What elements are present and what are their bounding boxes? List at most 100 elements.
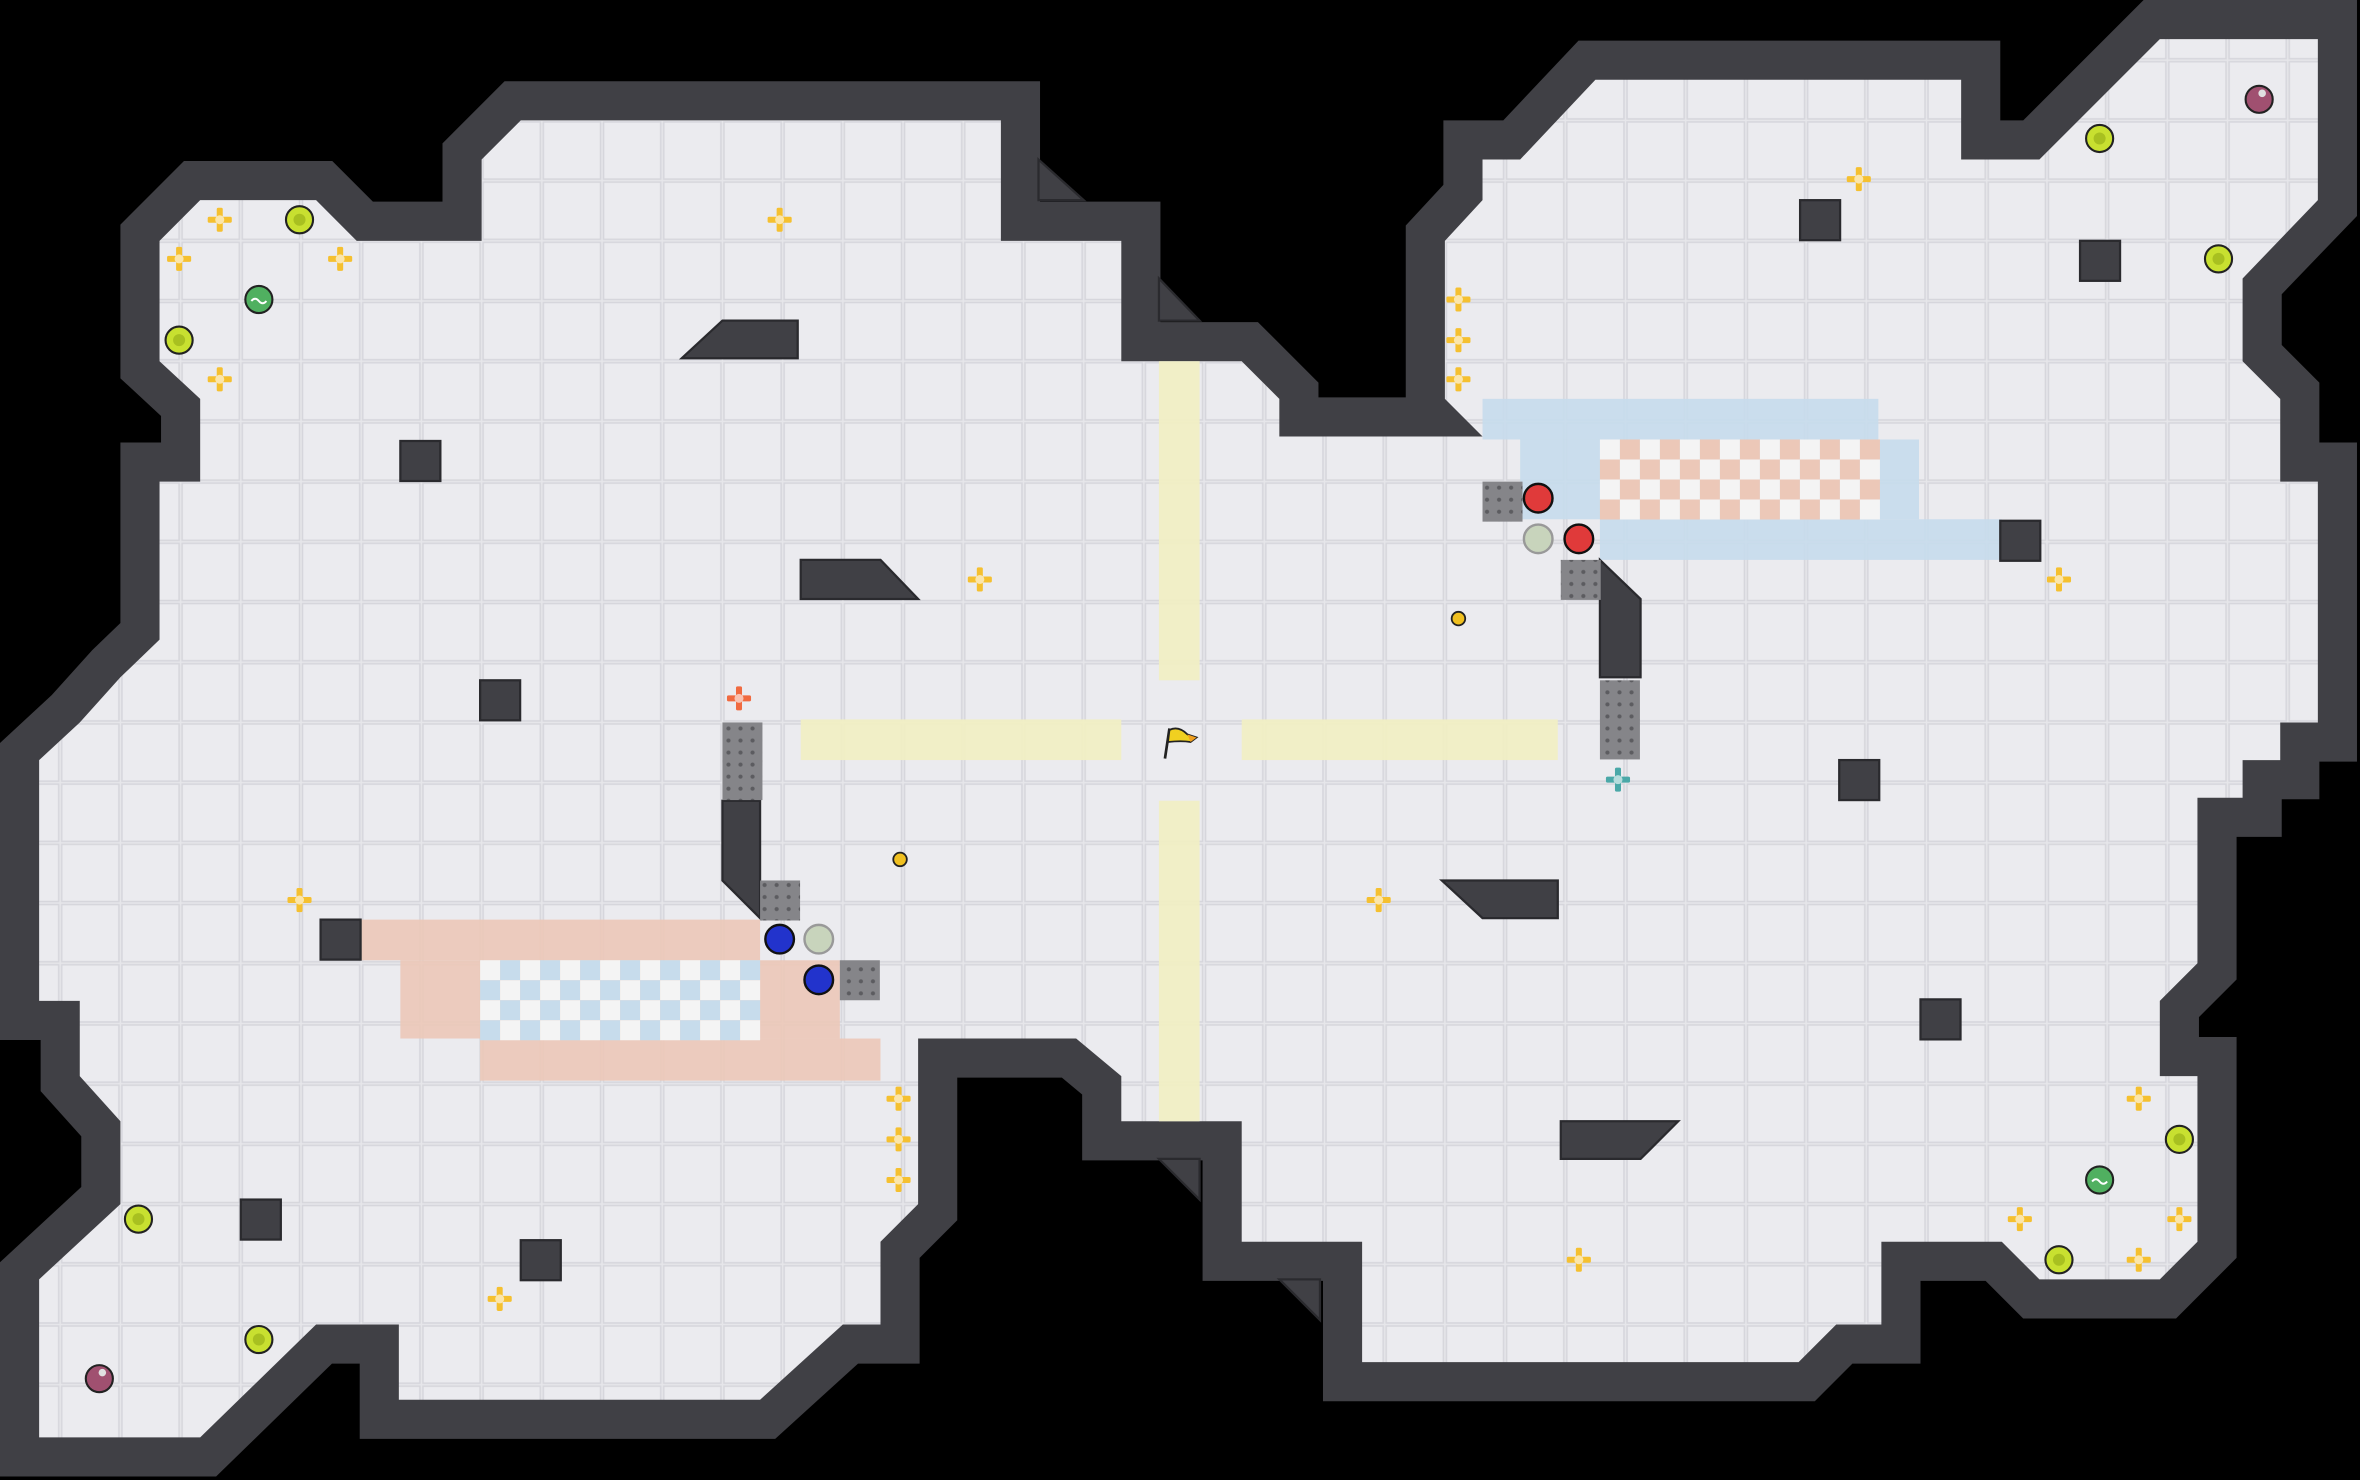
boost-icon [1566,1247,1591,1272]
blue-checker-tile [560,980,581,1001]
blue-checker-tile [640,1020,661,1041]
blue-checker-tile [520,1020,541,1041]
boost-icon [167,246,192,271]
boost-center [1453,294,1463,305]
blue-checker-tile [720,1000,741,1021]
red-checker-tile [1859,439,1880,460]
blue-checker-tile [700,1000,721,1021]
red-checker-tile [1659,479,1680,500]
boost-center [1613,775,1623,785]
wall-diagonal [678,319,799,360]
boost-center [1854,174,1864,184]
red-checker-tile [1839,439,1860,460]
boost-icon [207,367,232,392]
red-checker-tile [1759,439,1780,460]
blue-endzone [1482,398,1879,440]
blue-checker-tile [540,1000,561,1021]
red-checker-tile [1639,479,1660,500]
red-checker-tile [1819,479,1840,500]
red-checker-tile [1719,479,1740,500]
boost-icon [1446,328,1471,353]
powerup-core [293,213,306,226]
red-checker-tile [1779,499,1800,520]
rolling-bomb-icon [2085,1165,2115,1195]
wall-diagonal [1157,275,1203,322]
neutral-ball [803,923,835,955]
boost-icon [1446,287,1471,312]
red-checker-tile [1839,459,1860,480]
red-checker-tile [1819,499,1840,520]
blue-checker-tile [520,960,541,981]
blue-checker-tile [580,960,601,981]
blue-checker-tile [680,980,701,1001]
boost-icon [1366,888,1391,913]
red-checker-tile [1699,439,1720,460]
blue-checker-tile [740,1020,761,1041]
red-checker-tile [1679,439,1700,460]
red-checker-tile [1699,459,1720,480]
red-ball [1522,482,1554,514]
red-endzone [361,919,761,961]
boost-center [2015,1214,2025,1224]
boost-icon [1446,367,1471,392]
wall-diagonal [1156,1157,1201,1203]
boost-center [1374,895,1384,905]
powerup-core [2093,132,2106,145]
blue-checker-tile [660,980,681,1001]
blue-checker-tile [700,1020,721,1041]
red-checker-tile [1699,479,1720,500]
wall-diagonal [1559,1120,1681,1161]
blue-checker-tile [580,980,601,1001]
boost-center [2054,574,2064,584]
powerup-core [2052,1253,2065,1266]
red-checker-tile [1819,459,1840,480]
blue-checker-tile [600,960,621,981]
wall-diagonal [1598,557,1642,679]
blue-ball [803,964,835,996]
bomb-stripe [2091,1178,2108,1185]
bomb-stripe [250,297,268,305]
blue-checker-tile [720,980,741,1001]
red-boost-icon [726,686,752,711]
boost-center [775,215,785,225]
blue-checker-tile [480,1000,501,1021]
blue-checker-tile [740,960,761,981]
boost-center [215,215,225,225]
boost-center [335,254,345,264]
wall-block [1919,998,1962,1041]
boost-icon [207,207,232,232]
boost-center [1574,1255,1584,1265]
red-checker-tile [1619,439,1640,460]
blue-checker-tile [680,1000,701,1021]
blue-checker-tile [740,1000,761,1021]
neutral-lane-west [800,719,1122,761]
red-checker-tile [1639,499,1660,520]
neutral-lane-south [1158,800,1200,1122]
gate-tile [839,960,880,1001]
boost-center [174,254,184,264]
boost-icon [767,207,792,232]
neutral-ball [1522,523,1554,555]
red-checker-tile [1679,499,1700,520]
red-checker-tile [1779,439,1800,460]
blue-checker-tile [560,1000,581,1021]
boost-icon [2167,1207,2192,1232]
boost-center [894,1134,904,1144]
boost-center [894,1094,904,1104]
boost-icon [886,1127,911,1152]
red-checker-tile [1859,499,1880,520]
blue-checker-tile [500,980,521,1001]
portal-icon [84,1364,114,1394]
red-checker-tile [1619,459,1640,480]
red-checker-tile [1759,479,1780,500]
small-token-icon [1450,610,1467,627]
red-checker-tile [1599,499,1620,520]
blue-checker-tile [540,960,561,981]
wall-block [399,439,442,483]
boost-center [294,895,305,905]
red-checker-tile [1639,439,1660,460]
boost-center [734,693,744,703]
blue-checker-tile [580,1020,601,1041]
red-checker-tile [1599,459,1620,480]
red-checker-tile [1719,499,1740,520]
